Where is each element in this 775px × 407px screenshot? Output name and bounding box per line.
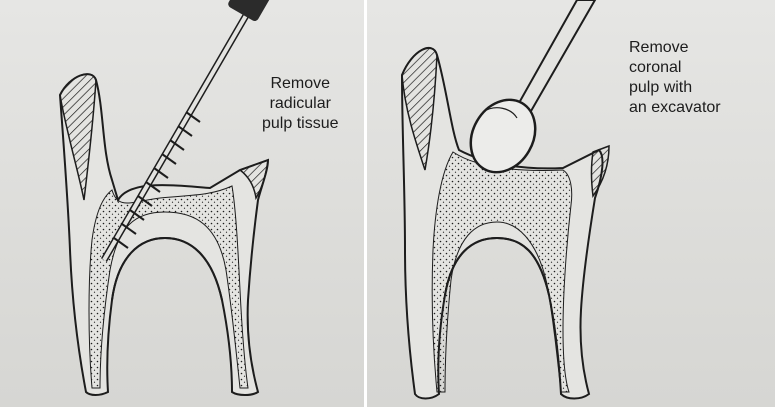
caption-line: Remove [262, 74, 339, 94]
tooth-with-file-illustration [0, 0, 364, 407]
caption-line: an excavator [629, 98, 721, 118]
panel-radicular-pulp-removal: Remove radicular pulp tissue [0, 0, 364, 407]
caption-line: coronal [629, 58, 721, 78]
caption-line: radicular [262, 94, 339, 114]
caption-remove-coronal-pulp: Remove coronal pulp with an excavator [629, 38, 721, 118]
panel-coronal-pulp-removal: Remove coronal pulp with an excavator [367, 0, 775, 407]
caption-line: pulp tissue [262, 114, 339, 134]
spoon-excavator [458, 0, 595, 184]
pulp-chamber [432, 152, 572, 392]
enamel-cap-right [592, 146, 610, 196]
caption-remove-radicular-pulp: Remove radicular pulp tissue [262, 74, 339, 134]
caption-line: pulp with [629, 78, 721, 98]
caption-line: Remove [629, 38, 721, 58]
